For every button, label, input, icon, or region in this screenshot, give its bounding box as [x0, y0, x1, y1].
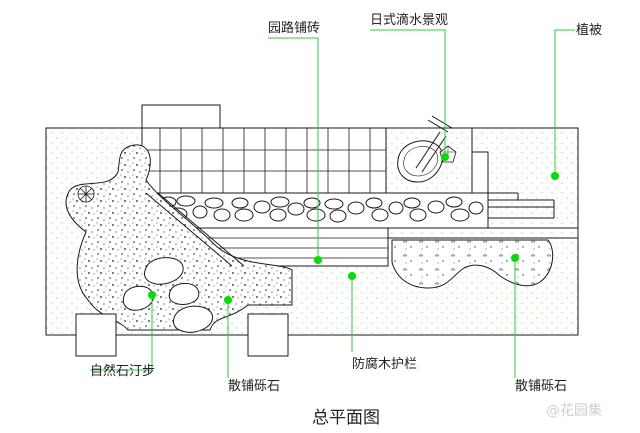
planter-box-center [247, 313, 289, 357]
deck-edge-diagonal [145, 192, 233, 267]
leader-markers [148, 153, 559, 304]
watermark: @花园集 [546, 403, 602, 419]
label-vegetation: 植被 [576, 23, 603, 38]
cobble-strip [141, 192, 489, 229]
marker-paving [314, 256, 322, 264]
marker-gravel-right [511, 254, 519, 262]
label-gravel-right: 散铺砾石 [515, 379, 568, 394]
marker-water [441, 153, 449, 161]
label-railing: 防腐木护栏 [352, 357, 418, 372]
label-stepping-stones: 自然石汀步 [90, 364, 156, 379]
label-paving: 园路铺砖 [268, 21, 321, 36]
gravel-left-area [65, 144, 293, 331]
leader-lines [90, 29, 575, 378]
label-gravel-left: 散铺砾石 [228, 379, 281, 394]
paving-grid [141, 104, 387, 194]
marker-railing [348, 272, 356, 280]
gravel-right-area [391, 239, 554, 289]
label-water-feature: 日式滴水景观 [370, 13, 449, 28]
planter-box-left [75, 313, 117, 357]
marker-vegetation [551, 172, 559, 180]
shrub-symbol [77, 185, 95, 203]
marker-stepping [148, 291, 156, 299]
water-feature-area [385, 115, 473, 194]
plan-title: 总平面图 [312, 408, 380, 428]
stepping-stones [122, 257, 214, 333]
marker-gravel-left [224, 296, 232, 304]
